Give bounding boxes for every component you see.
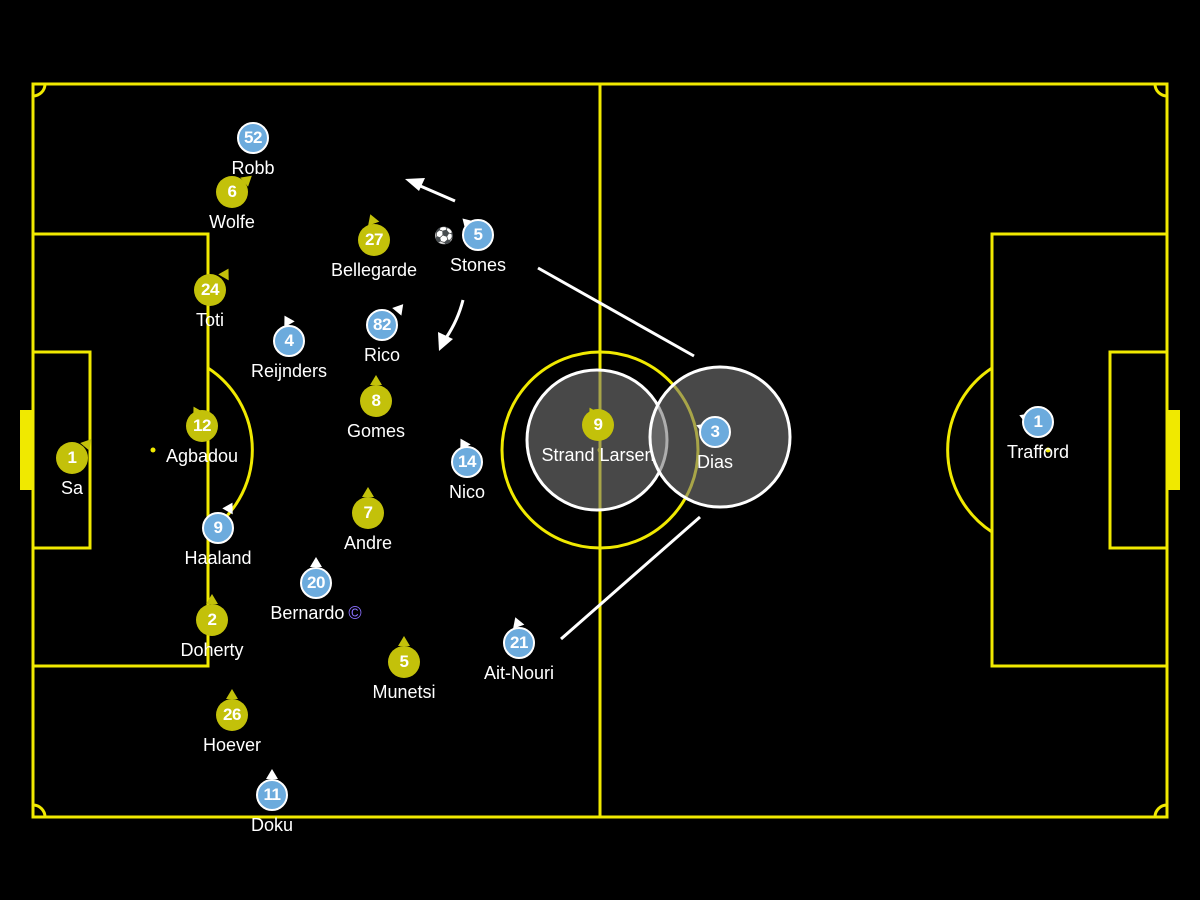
player-name-text: Munetsi — [372, 682, 436, 702]
player-name-text: Robb — [231, 158, 275, 178]
player-number-badge: 7 — [352, 497, 384, 529]
player-name-text: Reijnders — [250, 361, 328, 381]
player-name: Robb — [153, 158, 353, 179]
player-name-text: Dias — [696, 452, 733, 472]
player-name-text: Doku — [250, 815, 294, 835]
corner-arc-bottom-left — [32, 803, 47, 818]
player-number-badge: 5 — [462, 219, 494, 251]
player-name: Trafford — [938, 442, 1138, 463]
player-number-badge: 82 — [366, 309, 398, 341]
player-name: Munetsi — [304, 682, 504, 703]
right-goal — [1167, 410, 1180, 490]
player-number-badge: 20 — [300, 567, 332, 599]
player-name: Doku — [172, 815, 372, 836]
player-name-text: Rico — [363, 345, 400, 365]
player-name-text: Bernardo — [270, 603, 345, 623]
right-penalty-spot — [1045, 447, 1051, 453]
player-name-text: Hoever — [202, 735, 262, 755]
corner-arc-top-right — [1153, 83, 1168, 98]
player-number-badge: 9 — [202, 512, 234, 544]
corner-arc-bottom-right — [1153, 803, 1168, 818]
left-goal — [20, 410, 33, 490]
player-number-badge: 1 — [56, 442, 88, 474]
player-name-text: Gomes — [346, 421, 406, 441]
player-name-text: Strand Larsen — [541, 445, 655, 465]
player-name: Agbadou — [102, 446, 302, 467]
captain-badge-icon: © — [348, 603, 362, 623]
player-name-text: Andre — [343, 533, 393, 553]
player-number-badge: 52 — [237, 122, 269, 154]
player-number-badge: 21 — [503, 627, 535, 659]
player-name: Nico — [367, 482, 567, 503]
player-name: Stones — [378, 255, 578, 276]
corner-arc-top-left — [32, 83, 47, 98]
facing-arrow-icon — [310, 557, 322, 567]
player-name: Bernardo© — [216, 603, 416, 624]
player-number-badge: 14 — [451, 446, 483, 478]
left-penalty-arc — [207, 366, 254, 534]
player-number-badge: 1 — [1022, 406, 1054, 438]
player-name: Bellegarde — [274, 260, 474, 281]
player-number-badge: 4 — [273, 325, 305, 357]
player-name-text: Toti — [195, 310, 224, 330]
player-number-badge: 26 — [216, 699, 248, 731]
football-icon: ⚽ — [434, 228, 454, 245]
player-name: Hoever — [132, 735, 332, 756]
player-name: Doherty — [112, 640, 312, 661]
player-number-badge: 5 — [388, 646, 420, 678]
cover-line-bottom — [560, 515, 701, 641]
facing-arrow-icon — [226, 689, 238, 699]
player-name-text: Sa — [60, 478, 84, 498]
player-name-text: Ait-Nouri — [483, 663, 554, 683]
left-penalty-spot — [150, 447, 156, 453]
player-name: Haaland — [118, 548, 318, 569]
player-name-text: Trafford — [1006, 442, 1070, 462]
player-name-text: Agbadou — [165, 446, 239, 466]
player-name: Wolfe — [132, 212, 332, 233]
player-name-text: Haaland — [184, 548, 252, 568]
cover-line-top — [537, 266, 695, 358]
player-name-text: Bellegarde — [330, 260, 418, 280]
player-number-badge: 11 — [256, 779, 288, 811]
player-number-badge: 8 — [360, 385, 392, 417]
player-number-badge: 27 — [358, 224, 390, 256]
movement-arrow-stones-head — [405, 178, 425, 191]
movement-arrow-rico-head — [438, 332, 453, 351]
player-number-badge: 24 — [194, 274, 226, 306]
player-name: Andre — [268, 533, 468, 554]
player-name-text: Wolfe — [209, 212, 255, 232]
facing-arrow-icon — [362, 487, 374, 497]
player-number-badge: 9 — [582, 409, 614, 441]
player-name: Rico — [282, 345, 482, 366]
player-name: Toti — [110, 310, 310, 331]
right-penalty-arc — [946, 366, 993, 534]
player-number-badge: 2 — [196, 604, 228, 636]
movement-arrow-rico-shaft — [444, 299, 465, 339]
player-name: Gomes — [276, 421, 476, 442]
player-name-text: Doherty — [180, 640, 244, 660]
player-number-badge: 6 — [216, 176, 248, 208]
facing-arrow-icon — [266, 769, 278, 779]
player-number-badge: 3 — [699, 416, 731, 448]
player-name: Sa — [0, 478, 172, 499]
facing-arrow-icon — [206, 594, 218, 604]
player-name: Dias — [615, 452, 815, 473]
facing-arrow-icon — [398, 636, 410, 646]
player-name: Strand Larsen — [498, 445, 698, 466]
player-name: Reijnders — [189, 361, 389, 382]
player-name: Ait-Nouri — [419, 663, 619, 684]
movement-arrow-stones-shaft — [417, 183, 456, 203]
player-name-text: Nico — [448, 482, 485, 502]
player-name-text: Stones — [449, 255, 507, 275]
facing-arrow-icon — [370, 375, 382, 385]
player-number-badge: 12 — [186, 410, 218, 442]
